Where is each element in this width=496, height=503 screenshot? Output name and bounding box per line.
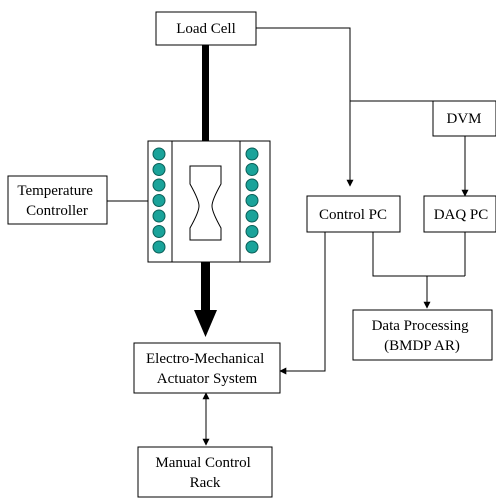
heater-coil-left bbox=[152, 147, 166, 161]
load-cell-box: Load Cell bbox=[155, 11, 257, 46]
load-cell-label: Load Cell bbox=[176, 21, 236, 37]
manual-control-rack-box: Manual Control Rack bbox=[137, 446, 273, 498]
heater-coil-right bbox=[245, 209, 259, 223]
heater-coil-left bbox=[152, 178, 166, 192]
heater-coil-right bbox=[245, 147, 259, 161]
connector-controlpc-to-merge bbox=[372, 232, 465, 277]
heater-coil-right bbox=[245, 178, 259, 192]
load-rod bbox=[202, 45, 209, 186]
daq-pc-box: DAQ PC bbox=[423, 195, 496, 233]
actuator-system-label: Electro-Mechanical Actuator System bbox=[146, 351, 268, 387]
heater-coil-left bbox=[152, 240, 166, 254]
manual-control-rack-label: Manual Control Rack bbox=[155, 455, 254, 491]
push-rod-arrowhead-down bbox=[194, 310, 217, 337]
heater-coil-left bbox=[152, 209, 166, 223]
heater-coils-right bbox=[245, 147, 259, 254]
furnace bbox=[147, 140, 271, 263]
temperature-controller-label: Temperature Controller bbox=[17, 183, 96, 219]
connectors bbox=[107, 27, 469, 446]
control-pc-label: Control PC bbox=[319, 207, 387, 223]
daq-pc-label: DAQ PC bbox=[434, 207, 489, 223]
heater-coil-right bbox=[245, 225, 259, 238]
connector-controlpc-to-actuator bbox=[279, 214, 326, 375]
heater-coil-right bbox=[245, 240, 259, 254]
heater-coil-right bbox=[245, 163, 259, 176]
heater-coil-left bbox=[152, 194, 166, 207]
heater-coils-left bbox=[152, 147, 166, 254]
connector-loadcell-to-controlpc bbox=[256, 27, 354, 187]
data-processing-label: Data Processing (BMDP AR) bbox=[372, 318, 473, 354]
specimen-dogbone bbox=[189, 165, 222, 241]
heater-coil-left bbox=[152, 163, 166, 176]
dvm-box: DVM bbox=[432, 100, 496, 137]
actuator-push-rod bbox=[201, 244, 210, 312]
temperature-controller-box: Temperature Controller bbox=[7, 175, 108, 225]
data-processing-box: Data Processing (BMDP AR) bbox=[352, 309, 493, 361]
actuator-system-box: Electro-Mechanical Actuator System bbox=[133, 342, 281, 394]
heater-coil-right bbox=[245, 194, 259, 207]
dvm-label: DVM bbox=[446, 111, 481, 127]
heater-coil-left bbox=[152, 225, 166, 238]
control-pc-box: Control PC bbox=[306, 195, 401, 233]
